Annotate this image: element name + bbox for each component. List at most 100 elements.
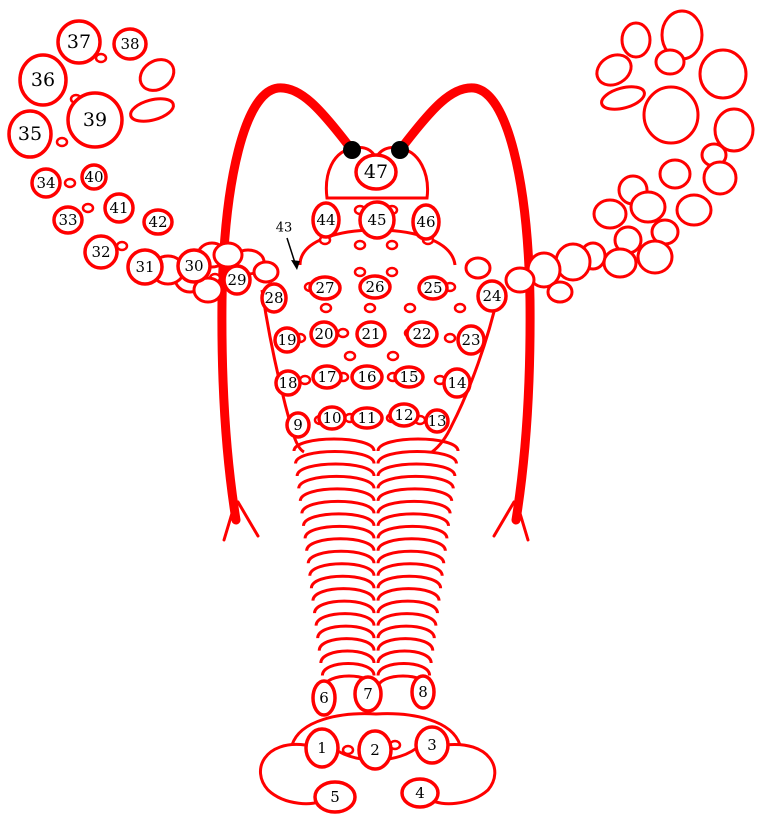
tail-segment-right-19 [378, 664, 430, 676]
node-29: 29 [224, 266, 250, 294]
node-32: 32 [85, 236, 117, 268]
tail-segment-right-4 [378, 476, 453, 488]
tail-segment-right-13 [378, 589, 439, 601]
tail-segment-left-5 [300, 489, 374, 501]
node-13: 13 [426, 410, 448, 432]
node-8: 8 [412, 676, 434, 708]
node-46: 46 [413, 205, 439, 239]
node-18: 18 [276, 371, 300, 395]
bridge [365, 304, 375, 312]
node-36: 36 [20, 55, 66, 105]
node-12-label: 12 [394, 406, 413, 424]
node-17: 17 [313, 366, 341, 388]
leg-oval [660, 160, 690, 188]
tail-segment-right-6 [378, 501, 450, 513]
bridge [83, 204, 93, 212]
node-8-label: 8 [418, 683, 428, 701]
node-15: 15 [395, 367, 423, 387]
node-14-label: 14 [447, 374, 466, 392]
tail-segment-left-16 [318, 626, 374, 638]
leg-oval [556, 244, 590, 280]
bridge [355, 268, 365, 276]
tail-segment-right-1 [378, 439, 458, 451]
node-39-label: 39 [83, 109, 107, 131]
node-25: 25 [419, 277, 447, 299]
body-outline [262, 147, 498, 452]
pointer-43: 43 [276, 221, 300, 271]
node-34-label: 34 [36, 174, 55, 192]
tail-segment-left-14 [315, 601, 374, 613]
bridge [117, 242, 127, 250]
node-24-label: 24 [482, 287, 501, 305]
tail-segment-left-15 [316, 614, 374, 626]
node-6: 6 [313, 681, 335, 715]
bridge [445, 334, 455, 342]
leg-oval [656, 50, 684, 74]
node-26-label: 26 [365, 278, 384, 296]
tail-segment-right-15 [378, 614, 436, 626]
node-45-label: 45 [367, 211, 386, 229]
node-5: 5 [315, 782, 355, 812]
bridge [355, 241, 365, 249]
node-31-label: 31 [135, 258, 154, 276]
bridge [405, 304, 415, 312]
leg-oval [631, 192, 665, 222]
tail-segment-left-9 [307, 539, 374, 551]
node-18-label: 18 [278, 374, 297, 392]
node-12: 12 [390, 404, 418, 426]
tail-segment-left-17 [319, 639, 374, 651]
node-9-label: 9 [293, 416, 303, 434]
node-35: 35 [9, 111, 51, 157]
node-11: 11 [352, 408, 382, 428]
right-antenna [400, 88, 530, 520]
node-33: 33 [54, 207, 82, 233]
node-41: 41 [105, 194, 133, 222]
node-21-label: 21 [361, 325, 380, 343]
tail-segment-right-10 [378, 551, 444, 563]
tail-segment-right-18 [378, 651, 431, 663]
node-32-label: 32 [91, 243, 110, 261]
node-7-label: 7 [363, 685, 373, 703]
tail-segment-right-8 [378, 526, 447, 538]
node-5-label: 5 [330, 788, 340, 806]
node-4: 4 [402, 779, 438, 807]
node-14: 14 [444, 369, 470, 397]
node-38: 38 [114, 29, 146, 59]
node-28-label: 28 [264, 289, 283, 307]
node-46-label: 46 [416, 213, 435, 231]
bridge [321, 304, 331, 312]
leg-oval [548, 282, 572, 302]
leg-oval [128, 95, 176, 126]
node-2: 2 [359, 731, 391, 769]
tail-segment-left-7 [303, 514, 374, 526]
pointer-43-arrow-head [291, 260, 300, 270]
tail-segment-left-2 [296, 451, 374, 463]
node-7: 7 [355, 677, 381, 711]
leg-oval [134, 53, 180, 97]
node-45: 45 [360, 202, 394, 238]
node-40: 40 [82, 165, 106, 189]
bridge [343, 746, 353, 754]
node-29-label: 29 [227, 271, 246, 289]
node-10-label: 10 [322, 409, 341, 427]
node-20-label: 20 [314, 325, 333, 343]
node-37-label: 37 [67, 31, 91, 53]
tail-segment-right-7 [378, 514, 449, 526]
left-eye [343, 141, 361, 159]
left-antenna [222, 88, 352, 520]
node-19: 19 [275, 328, 299, 352]
node-39: 39 [68, 93, 122, 147]
node-6-label: 6 [319, 689, 329, 707]
leg-oval [638, 241, 672, 273]
tail-segment-left-1 [294, 439, 374, 451]
tail-segment-left-4 [299, 476, 374, 488]
node-38-label: 38 [120, 35, 139, 53]
leg-oval [677, 195, 711, 225]
node-4-label: 4 [415, 784, 425, 802]
node-11-label: 11 [357, 409, 376, 427]
leg-oval [466, 258, 490, 278]
tail-segment-right-14 [378, 601, 437, 613]
node-10: 10 [319, 407, 345, 429]
